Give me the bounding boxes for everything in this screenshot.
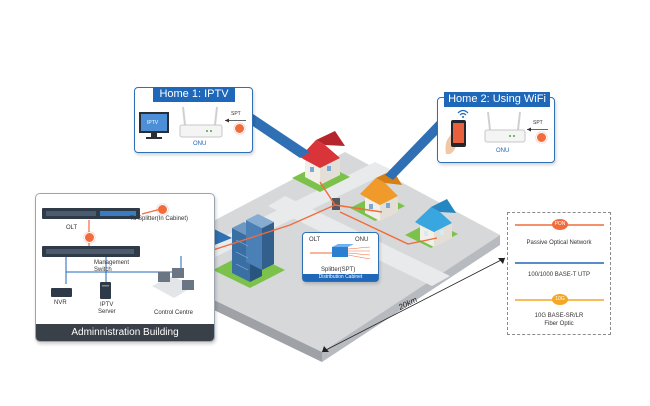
- nvr-label: NVR: [54, 300, 67, 306]
- smartphone-icon: [445, 120, 466, 154]
- fiber-node-dot: [536, 132, 547, 143]
- administration-building-panel: To Splitter(In Cabinet) OLT Management S…: [35, 193, 215, 342]
- home1-spt-label: SPT: [231, 111, 241, 117]
- server-tower-icon: [100, 282, 111, 299]
- splitter-icon: [310, 244, 371, 260]
- management-switch-label-2: Switch: [94, 267, 112, 273]
- wifi-icon: [457, 109, 469, 118]
- spt-arrow-icon: [527, 127, 548, 132]
- spt-arrow-icon: [225, 118, 246, 123]
- iptv-server-label-2: Server: [98, 309, 116, 315]
- router-icon: [179, 106, 223, 138]
- pon-badge: PON: [552, 219, 568, 230]
- cabinet-title: Distribution Cabinet: [303, 274, 378, 281]
- control-centre-label: Control Centre: [154, 310, 194, 316]
- fiber-line: [212, 181, 337, 251]
- home1-onu-label: ONU: [193, 141, 207, 147]
- cabinet-unit: [332, 198, 340, 210]
- to-splitter-label: To Splitter(In Cabinet): [130, 216, 189, 222]
- office-building-icon: [232, 214, 274, 282]
- cabinet-olt-label: OLT: [309, 237, 321, 243]
- fiber-node-dot: [234, 123, 245, 134]
- workstation-icon: [152, 268, 194, 298]
- tenG-label-2: Fiber Optic: [544, 321, 574, 327]
- administration-building-title: Adminnistration Building: [36, 324, 214, 341]
- tenG-label-1: 10G BASE-SR/LR: [534, 313, 584, 319]
- fiber-line: [339, 211, 438, 245]
- callout-pointer: [212, 228, 232, 246]
- house-icon: [300, 131, 345, 185]
- iptv-server-label-1: IPTV: [100, 302, 114, 308]
- callout-pointer: [385, 120, 438, 180]
- home2-callout: Home 2: Using WiFi ONU SPT: [437, 92, 555, 163]
- management-switch-label-1: Management: [94, 260, 130, 266]
- pon-label: Passive Optical Network: [526, 240, 592, 246]
- olt-label: OLT: [66, 225, 78, 231]
- fiber-node-dot: [84, 232, 95, 243]
- tenG-badge: 10G: [552, 294, 568, 305]
- server-rack-icon: [42, 246, 140, 257]
- utp-line: [515, 262, 604, 264]
- home2-title: Home 2: Using WiFi: [444, 92, 550, 107]
- home2-onu-label: ONU: [496, 148, 510, 154]
- distribution-cabinet-callout: OLT ONU Splitter(SPT) Distribution Cabin…: [302, 232, 379, 282]
- cabinet-onu-label: ONU: [355, 237, 369, 243]
- legend: PON Passive Optical Network 100/1000 BAS…: [507, 212, 611, 335]
- distance-arrow: [321, 257, 506, 353]
- tv-icon: [139, 112, 169, 139]
- home1-title: Home 1: IPTV: [153, 87, 235, 102]
- nvr-icon: [51, 288, 72, 297]
- home1-callout: Home 1: IPTV IPTV ONU SPT: [134, 87, 253, 153]
- tv-screen-label: IPTV: [147, 120, 159, 126]
- utp-label: 100/1000 BASE-T UTP: [528, 272, 590, 278]
- home2-spt-label: SPT: [533, 120, 543, 126]
- fiber-line: [334, 204, 383, 213]
- router-icon: [484, 111, 526, 143]
- ground-slab-right-face: [322, 235, 500, 362]
- cabinet-splitter-label: Splitter(SPT): [321, 267, 356, 273]
- server-rack-icon: [42, 208, 140, 219]
